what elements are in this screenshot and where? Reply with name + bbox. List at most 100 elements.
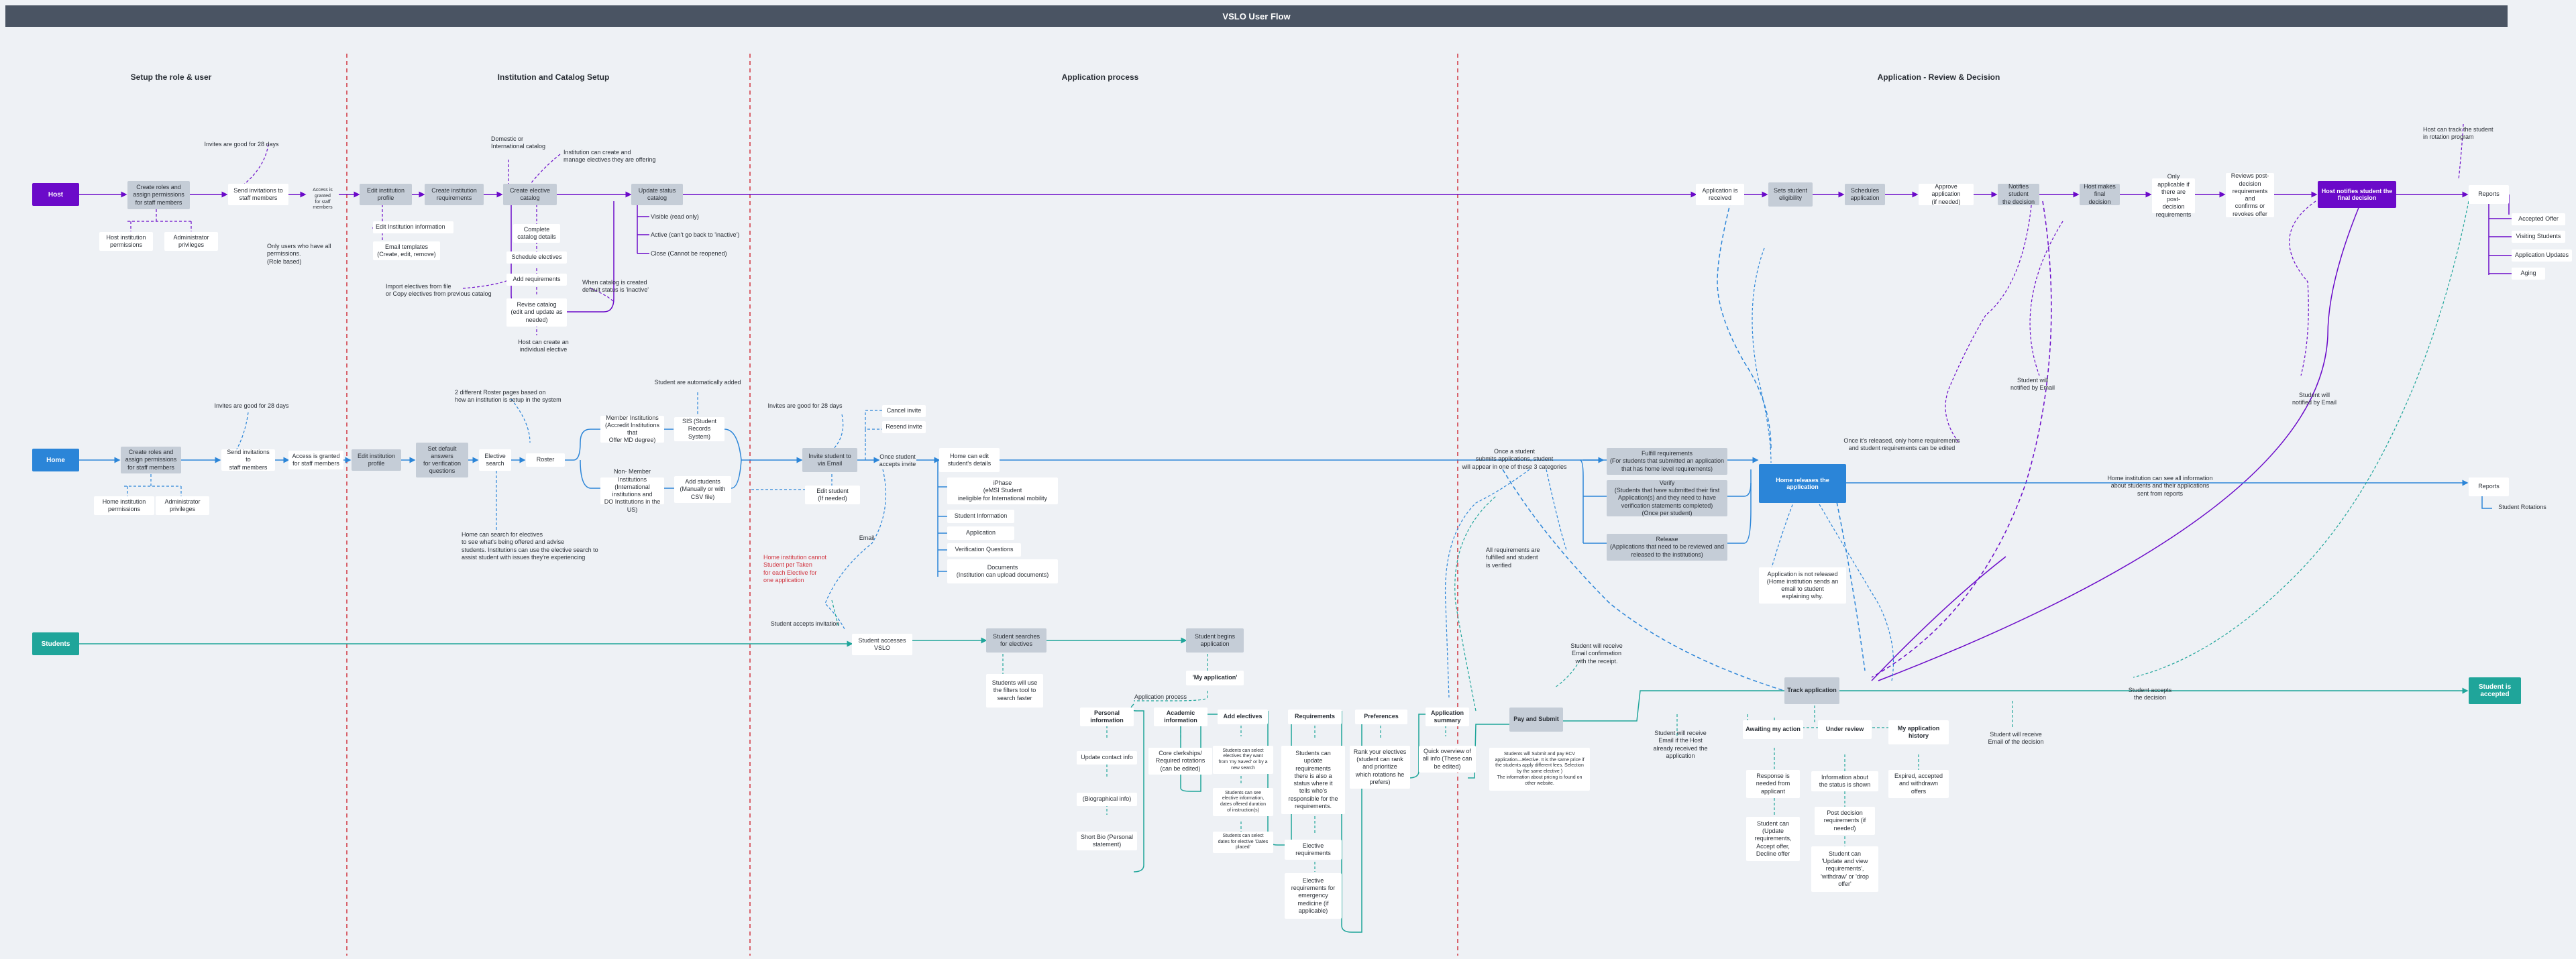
student-core-clerkships: Core clerkships/ Required rotations (can… bbox=[1148, 748, 1212, 775]
review-reports: Reports bbox=[2469, 185, 2509, 204]
host-create-catalog: Create elective catalog bbox=[503, 184, 557, 205]
review-notified-email-1: Student will notified by Email bbox=[2010, 377, 2055, 392]
student-under-review-note1: Information about the status is shown bbox=[1811, 771, 1878, 791]
section-header-application: Application process bbox=[1061, 72, 1139, 82]
review-visiting-students: Visiting Students bbox=[2512, 231, 2565, 243]
review-once-submits: Once a student submits applications, stu… bbox=[1462, 448, 1567, 470]
review-home-reports: Reports bbox=[2469, 477, 2509, 496]
section-header-setup: Setup the role & user bbox=[130, 72, 212, 82]
student-lane-lines bbox=[79, 637, 2469, 933]
host-access-granted: Access is granted for staff members bbox=[313, 188, 333, 211]
actor-home: Home bbox=[32, 449, 79, 471]
host-domestic-note: Domestic or International catalog bbox=[491, 135, 546, 150]
host-status-close: Close (Cannot be reopened) bbox=[651, 250, 727, 257]
home-search-note: Home can search for electives to see wha… bbox=[462, 531, 598, 561]
host-add-requirements: Add requirements bbox=[506, 274, 567, 286]
actor-host: Host bbox=[32, 183, 79, 206]
home-invites-note-2: Invites are good for 28 days bbox=[767, 402, 843, 409]
home-documents: Documents (Institution can upload docume… bbox=[947, 559, 1058, 583]
review-schedules: Schedules application bbox=[1845, 184, 1885, 205]
student-preferences: Preferences bbox=[1355, 710, 1407, 724]
section-header-review: Application - Review & Decision bbox=[1877, 72, 2000, 82]
home-permissions: Home institution permissions bbox=[94, 496, 154, 515]
actor-students: Students bbox=[32, 632, 79, 655]
home-once-accepts: Once student accepts invite bbox=[879, 453, 916, 468]
host-complete-catalog: Complete catalog details bbox=[513, 224, 560, 243]
student-history: My application history bbox=[1888, 720, 1949, 744]
student-app-summary-note: Quick overview of all info (These can be… bbox=[1419, 746, 1476, 773]
student-add-electives-note1: Students can select electives they want … bbox=[1213, 746, 1273, 774]
home-elective-search: Elective search bbox=[479, 449, 511, 471]
home-roster: Roster bbox=[526, 453, 565, 467]
host-status-active: Active (can't go back to 'inactive') bbox=[651, 231, 740, 238]
review-final-decision: Host makes final decision bbox=[2080, 183, 2120, 205]
student-elective-requirements: Elective requirements bbox=[1285, 840, 1342, 860]
home-set-default: Set default answers for verification que… bbox=[416, 443, 468, 477]
host-invites-note: Invites are good for 28 days bbox=[204, 141, 279, 148]
home-can-edit: Home can edit student's details bbox=[939, 448, 1000, 472]
home-access-granted: Access is granted for staff members bbox=[288, 451, 343, 469]
review-sets-eligibility: Sets student eligibility bbox=[1768, 182, 1813, 207]
home-email-label: Email bbox=[859, 534, 875, 541]
student-update-contact: Update contact info bbox=[1077, 751, 1137, 765]
host-edit-info: Edit Institution information bbox=[373, 221, 453, 233]
review-host-notifies: Host notifies student the final decision bbox=[2318, 181, 2396, 208]
review-post-decision-note: Only applicable if there are post- decis… bbox=[2152, 173, 2195, 218]
student-awaiting-note1: Response is needed from applicant bbox=[1746, 770, 1800, 798]
student-accepts-invitation: Student accepts invitation bbox=[770, 620, 840, 627]
student-under-review-note3: Student can 'Update and view requirement… bbox=[1811, 846, 1878, 892]
host-edit-profile: Edit institution profile bbox=[360, 184, 412, 205]
student-add-electives: Add electives bbox=[1218, 710, 1268, 724]
student-accepts-decision: Student accepts the decision bbox=[2128, 687, 2172, 701]
home-student-information: Student Information bbox=[947, 510, 1014, 523]
host-create-requirements: Create institution requirements bbox=[425, 184, 484, 205]
student-under-review: Under review bbox=[1818, 720, 1872, 739]
review-verify: Verify (Students that have submitted the… bbox=[1607, 480, 1727, 516]
home-application: Application bbox=[947, 526, 1014, 540]
host-schedule-electives: Schedule electives bbox=[506, 251, 567, 264]
home-cannot-note: Home institution cannot Student per Take… bbox=[763, 554, 827, 583]
host-status-visible: Visible (read only) bbox=[651, 213, 699, 220]
host-permissions: Host institution permissions bbox=[99, 232, 153, 251]
host-create-roles: Create roles and assign permissions for … bbox=[127, 181, 190, 209]
student-awaiting: Awaiting my action bbox=[1743, 720, 1803, 739]
host-send-invitations: Send invitations to staff members bbox=[228, 184, 288, 205]
section-header-catalog: Institution and Catalog Setup bbox=[497, 72, 610, 82]
review-application-updates: Application Updates bbox=[2512, 249, 2572, 262]
host-email-templates: Email templates (Create, edit, remove) bbox=[373, 241, 440, 260]
student-dashed bbox=[831, 201, 2469, 872]
review-home-can-see: Home institution can see all information… bbox=[2107, 475, 2213, 497]
student-track-application: Track application bbox=[1784, 677, 1839, 704]
home-iphase: iPhase (eMSI Student ineligible for Inte… bbox=[947, 477, 1058, 504]
home-send-invitations: Send invitations to staff members bbox=[221, 449, 275, 471]
review-notifies: Notifies student the decision bbox=[1998, 183, 2039, 205]
review-notified-email-2: Student will notified by Email bbox=[2292, 392, 2337, 406]
student-receive-email-note: Student will receive Email if the Host a… bbox=[1653, 730, 1708, 759]
host-admin-privileges: Administrator privileges bbox=[164, 232, 218, 251]
home-sis: SIS (Student Records System) bbox=[674, 417, 724, 441]
review-track-note: Host can track the student in rotation p… bbox=[2423, 126, 2493, 141]
student-accesses-vslo: Student accesses VSLO bbox=[852, 634, 912, 655]
review-fulfill: Fulfill requirements (For students that … bbox=[1607, 448, 1727, 475]
host-revise-catalog: Revise catalog (edit and update as neede… bbox=[506, 298, 567, 327]
student-app-summary: Application summary bbox=[1426, 708, 1469, 726]
home-edit-profile: Edit institution profile bbox=[352, 449, 401, 471]
student-decision-email-note: Student will receive Email of the decisi… bbox=[1988, 731, 2044, 746]
home-admin-privileges: Administrator privileges bbox=[156, 496, 209, 515]
student-add-electives-note3: Students can select dates for elective '… bbox=[1213, 832, 1273, 853]
home-lane-lines bbox=[79, 429, 2492, 577]
review-all-requirements: All requirements are fulfilled and stude… bbox=[1486, 547, 1540, 569]
host-import-note: Import electives from file or Copy elect… bbox=[386, 283, 492, 298]
host-only-users-note: Only users who have all permissions. (Ro… bbox=[267, 243, 331, 265]
home-edit-student: Edit student (If needed) bbox=[805, 486, 860, 504]
student-requirements-note: Students can update requirements there i… bbox=[1281, 746, 1345, 814]
home-resend-invite: Resend invite bbox=[882, 421, 926, 433]
home-invites-note: Invites are good for 28 days bbox=[214, 402, 289, 409]
student-add-electives-note2: Students can see elective information, d… bbox=[1213, 788, 1273, 816]
host-update-status: Update status catalog bbox=[631, 184, 683, 205]
student-history-note: Expired, accepted and withdrawn offers bbox=[1888, 770, 1949, 798]
home-auto-added-note: Student are automatically added bbox=[654, 379, 741, 386]
review-aging: Aging bbox=[2512, 268, 2545, 280]
review-approves: Approve application (if needed) bbox=[1919, 183, 1974, 205]
review-release: Release (Applications that need to be re… bbox=[1607, 534, 1727, 561]
